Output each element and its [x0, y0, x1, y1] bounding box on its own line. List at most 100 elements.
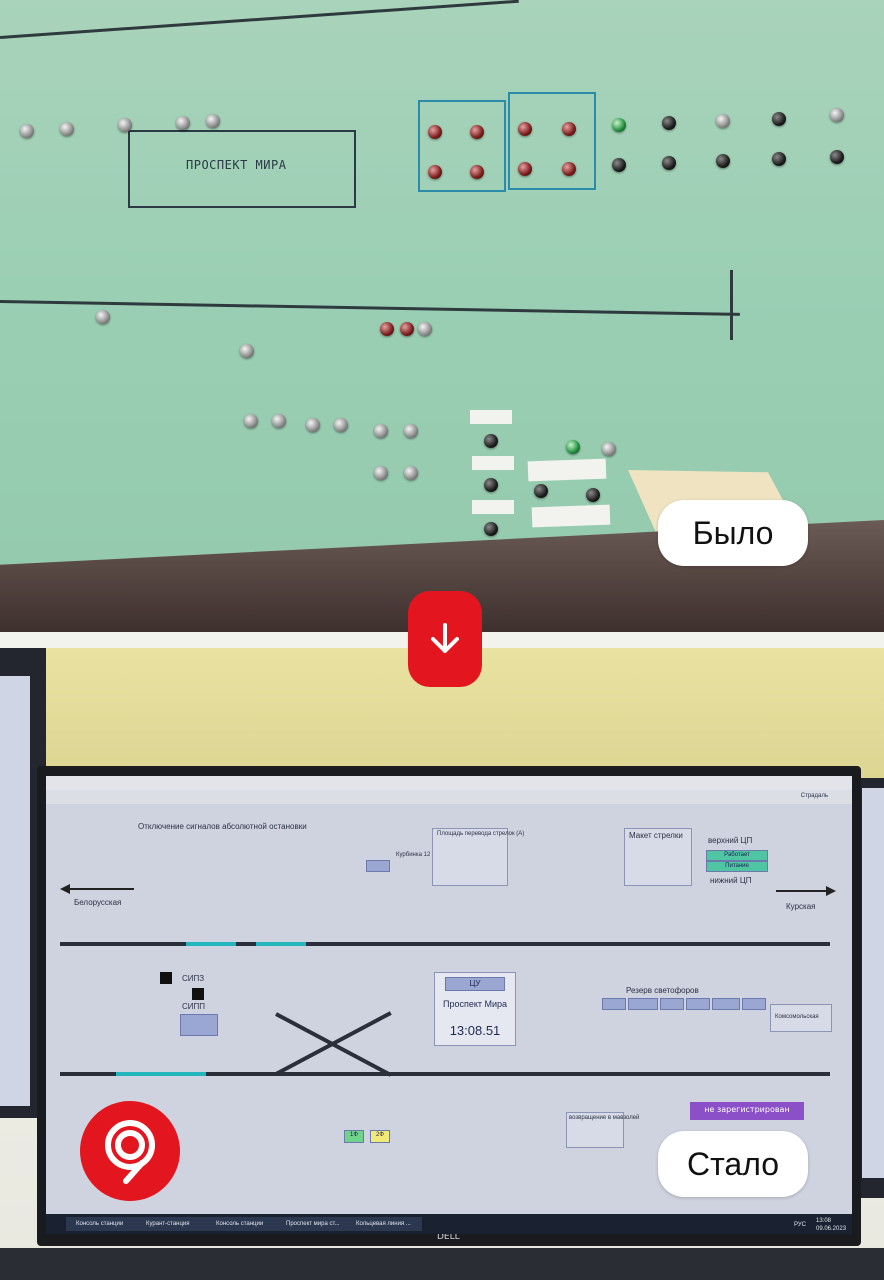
- panel-lamp: [830, 108, 844, 122]
- reserve-button[interactable]: [742, 998, 766, 1010]
- panel-lamp: [240, 344, 254, 358]
- window-right-title: Страдаль: [800, 793, 828, 799]
- panel-lamp: [772, 152, 786, 166]
- kurbinka-label: Курбинка 12: [396, 852, 431, 858]
- metro-logo-icon: [80, 1101, 180, 1201]
- panel-lamp: [518, 122, 532, 136]
- sipp-indicator: [192, 988, 204, 1000]
- panel-lamp: [772, 112, 786, 126]
- lower-track: [60, 1072, 830, 1076]
- panel-lamp: [602, 442, 616, 456]
- registration-status: не зарегистрирован: [690, 1102, 804, 1120]
- windows-taskbar: Консоль станции Курант-станция Консоль с…: [46, 1214, 852, 1234]
- panel-lamp: [96, 310, 110, 324]
- reserve-button[interactable]: [660, 998, 684, 1010]
- panel-label-plate: [470, 410, 512, 424]
- panel-label-plate: [472, 500, 514, 514]
- return-label: возвращение в мавзолей: [569, 1115, 640, 1121]
- right-direction-arrow: [776, 890, 826, 892]
- panel-lamp: [470, 165, 484, 179]
- panel-lamp: [662, 156, 676, 170]
- panel-lamp: [272, 414, 286, 428]
- komsomol-label: Комсомольская: [775, 1014, 819, 1020]
- side-screen: [0, 676, 30, 1106]
- sipz-indicator: [160, 972, 172, 984]
- arrow-left-icon: [60, 884, 70, 894]
- panel-track-line: [0, 300, 740, 316]
- left-direction-arrow: [64, 888, 134, 890]
- panel-lamp: [484, 522, 498, 536]
- panel-lamp: [428, 125, 442, 139]
- zemli-button[interactable]: [366, 860, 390, 872]
- lower-cp-label: нижний ЦП: [710, 876, 752, 885]
- feeder-2-button[interactable]: 2Ф: [370, 1130, 390, 1143]
- desk: [0, 1248, 884, 1280]
- switch-mock-box: Макет стрелки: [624, 828, 692, 886]
- taskbar-item[interactable]: Проспект мира ст...: [276, 1217, 352, 1231]
- panel-lamp: [586, 488, 600, 502]
- station-time: 13:08.51: [449, 1023, 501, 1038]
- upper-track: [60, 942, 830, 946]
- right-direction-label: Курская: [786, 902, 816, 911]
- panel-lamp: [400, 322, 414, 336]
- taskbar-lang: РУС: [794, 1222, 807, 1228]
- station-clock-panel: ЦУ Проспект Мира 13:08.51: [434, 972, 516, 1046]
- disconnect-title: Отключение сигналов абсолютной остановки: [138, 822, 307, 831]
- sipz-label: СИПЗ: [182, 974, 205, 983]
- side-monitor-right: [858, 778, 884, 1198]
- panel-lamp: [20, 124, 34, 138]
- panel-lamp: [484, 478, 498, 492]
- panel-lamp: [484, 434, 498, 448]
- taskbar-item[interactable]: Кольцевая линия ...: [346, 1217, 422, 1231]
- panel-lamp: [830, 150, 844, 164]
- reserve-button[interactable]: [628, 998, 658, 1010]
- power-status[interactable]: Питание: [706, 861, 768, 872]
- return-box: возвращение в мавзолей: [566, 1112, 639, 1148]
- panel-lamp: [562, 122, 576, 136]
- panel-lamp: [374, 466, 388, 480]
- transition-arrow: [408, 591, 482, 687]
- panel-lamp: [404, 424, 418, 438]
- panel-lamp: [428, 165, 442, 179]
- taskbar-item[interactable]: Консоль станции: [66, 1217, 142, 1231]
- taskbar-item[interactable]: Курант-станция: [136, 1217, 212, 1231]
- side-screen: [862, 788, 884, 1178]
- panel-lamp: [716, 154, 730, 168]
- arrow-right-icon: [826, 886, 836, 896]
- panel-lamp: [418, 322, 432, 336]
- panel-lamp: [334, 418, 348, 432]
- taskbar-time: 13:08: [816, 1218, 832, 1224]
- panel-lamp: [374, 424, 388, 438]
- reserve-button[interactable]: [712, 998, 740, 1010]
- panel-lamp: [662, 116, 676, 130]
- feeder-1-button[interactable]: 1Ф: [344, 1130, 364, 1143]
- panel-lamp: [612, 118, 626, 132]
- panel-track-line: [0, 0, 519, 39]
- panel-lamp: [716, 114, 730, 128]
- working-status[interactable]: Работает: [706, 850, 768, 861]
- upper-cp-label: верхний ЦП: [708, 836, 753, 845]
- panel-lamp: [244, 414, 258, 428]
- sipp-label: СИПП: [182, 1002, 206, 1011]
- panel-lamp: [612, 158, 626, 172]
- panel-lamp: [206, 114, 220, 128]
- ploschad-label: Площадь перевода стрелок (А): [437, 831, 525, 837]
- reserve-button[interactable]: [602, 998, 626, 1010]
- panel-label-plate: [527, 458, 607, 482]
- window-titlebar: [46, 776, 852, 790]
- panel-track-line: [730, 270, 733, 340]
- reserve-button[interactable]: [686, 998, 710, 1010]
- panel-lamp: [118, 118, 132, 132]
- panel-lamp: [60, 122, 74, 136]
- cu-indicator[interactable]: ЦУ: [445, 977, 505, 991]
- panel-lamp: [306, 418, 320, 432]
- taskbar-item[interactable]: Консоль станции: [206, 1217, 282, 1231]
- panel-lamp: [380, 322, 394, 336]
- panel-label-plate: [531, 504, 611, 528]
- side-monitor-left: [0, 648, 46, 1118]
- smo-button[interactable]: [180, 1014, 218, 1036]
- station-name-frame: ПРОСПЕКТ МИРА: [128, 130, 356, 208]
- window-menubar: Страдаль: [46, 790, 852, 804]
- left-direction-label: Белорусская: [74, 898, 122, 907]
- station-name-text: ПРОСПЕКТ МИРА: [186, 158, 287, 172]
